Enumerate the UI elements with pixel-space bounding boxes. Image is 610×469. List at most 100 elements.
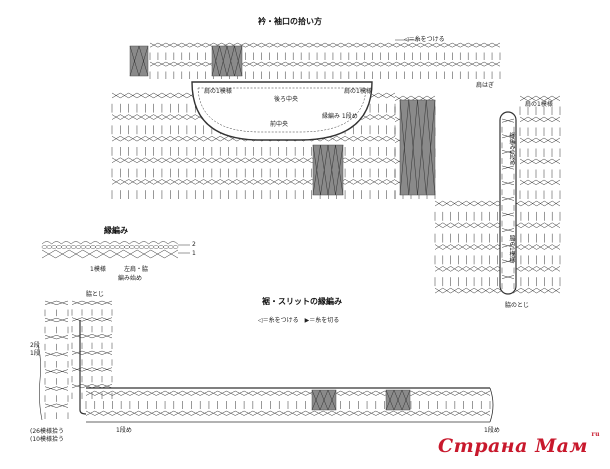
hem-left-grid-bar	[71, 359, 113, 366]
grey-block-right	[399, 99, 436, 196]
shoulder-pattern-label-left: 肩の1模様	[204, 88, 232, 95]
yoke-top-grid-bar	[149, 71, 501, 79]
hem-row1-right-label: 1段め	[484, 427, 500, 434]
watermark-suffix: ru	[591, 431, 600, 438]
mid-grid-x	[394, 95, 436, 101]
hem-left-grid-bar	[71, 326, 113, 333]
grey-block-tc-stitches	[211, 45, 243, 77]
sleeve-right-grid-x	[519, 95, 561, 101]
body-left-grid-bar	[111, 147, 396, 156]
sleeve-column-grid-x	[501, 275, 515, 279]
sleeve-column-grid-x	[501, 259, 515, 264]
sleeve-column-outline	[499, 111, 517, 295]
body-left-grid-x	[111, 179, 396, 185]
body-left-grid-bar	[111, 190, 396, 199]
sleeve-column-grid-x	[501, 243, 515, 248]
side-grid-bar	[434, 255, 561, 265]
sleeve-column-grid-x	[501, 181, 515, 186]
hem-rows1-label: 1段	[30, 350, 40, 357]
back-center-label: 後ろ中央	[274, 96, 299, 103]
hem-legend: ◁＝糸をつける ▶＝糸を切る	[258, 317, 340, 324]
sleeve-column-grid-bar	[501, 158, 515, 164]
yoke-top-grid-x	[149, 42, 501, 48]
hem-left-strip-x	[44, 352, 69, 357]
hem-bottom-band-x	[85, 390, 491, 396]
sleeve-column-grid-bar	[501, 173, 515, 180]
sleeve-right-grid-x	[519, 179, 561, 185]
edging-start-label: 編み始め	[118, 275, 143, 282]
hem-left-grid-x	[71, 300, 113, 305]
side-grid-x	[434, 222, 561, 228]
sleeve-right-grid-x	[519, 158, 561, 164]
hem-left-grid-x	[71, 334, 113, 339]
sleeve-shoulder-pattern-label: 肩の1模様	[525, 101, 553, 108]
grey-block-tl-stitches	[129, 45, 149, 77]
sleeve-right-grid-bar	[519, 106, 561, 115]
edging-title: 縁編み	[104, 226, 128, 235]
slit-corner-outline	[79, 320, 87, 415]
shoulder-seam-label: 肩はぎ	[476, 82, 495, 89]
sleeve-right-grid-bar	[519, 169, 561, 178]
hem-left-strip-bar	[44, 395, 69, 402]
body-left-grid-x	[111, 157, 396, 163]
hem-left-grid-x	[71, 367, 113, 372]
sleeve-column-grid-x	[501, 165, 515, 170]
edging-row1-label: 縁編み 1段め	[322, 113, 358, 120]
sleeve-column-grid-x	[501, 196, 515, 201]
edging-row1-marker: 1	[192, 250, 196, 257]
sleeve-column-grid-bar	[501, 220, 515, 227]
grey-block-center	[312, 144, 344, 196]
hem-pickup-10-label: (10模様拾う	[30, 436, 64, 443]
sleeve-column-grid-x	[501, 134, 515, 139]
hem-left-strip-bar	[44, 361, 69, 368]
hem-left-strip-bar	[44, 412, 69, 419]
hem-left-strip-x	[44, 403, 69, 408]
side-grid-x	[434, 266, 561, 272]
edging-row-arrows	[178, 244, 190, 254]
sleeve-column-grid-x	[501, 150, 515, 154]
shoulder-pattern-label-right: 肩の1模様	[344, 88, 372, 95]
edging-scallop-row	[41, 241, 178, 245]
hem-bottom-band-x	[85, 410, 491, 416]
neckline-inner-chain	[197, 87, 367, 133]
hem-right-end	[489, 387, 494, 423]
sleeve-column-grid-x	[501, 228, 515, 232]
side-grid-bar	[434, 277, 561, 287]
sleeve-column-grid-bar	[501, 189, 515, 196]
hem-row1-left-label: 1段め	[116, 427, 132, 434]
edging-chain-base	[41, 245, 179, 249]
sleeve-column-grid-bar	[501, 205, 515, 211]
hem-bottom-band-bar	[85, 401, 491, 409]
hem-slit-edging-title: 裾・スリットの縁編み	[262, 297, 342, 306]
edging-row2-marker: 2	[192, 241, 196, 248]
hem-left-pickup-curve	[37, 344, 43, 421]
side-grid-bar	[434, 233, 561, 243]
side-seam-label: 脇のとじ	[505, 302, 530, 309]
side-grid-x	[434, 287, 561, 294]
hem-left-strip-x	[44, 300, 69, 305]
sleeve-column-grid-x	[501, 212, 515, 217]
hem-left-grid-bar	[71, 342, 113, 349]
sleeve-right-grid-bar	[519, 190, 561, 199]
sleeve-right-grid-x	[519, 137, 561, 143]
body-left-grid-bar	[111, 168, 396, 178]
hem-side-seam-label: 脇とじ	[86, 291, 105, 298]
hem-left-grid-bar	[71, 309, 113, 316]
hem-left-strip-x	[44, 369, 69, 374]
front-center-label: 前中央	[270, 121, 289, 128]
side-grid-x	[434, 244, 561, 250]
sleeve-column-grid-bar	[501, 126, 515, 133]
sleeve-column-grid-bar	[501, 142, 515, 149]
edging-left-shoulder-label: 左肩・脇	[124, 266, 149, 273]
side-grid-x	[434, 200, 561, 207]
sleeve-column-grid-bar	[501, 251, 515, 258]
sleeve-column-grid-bar	[501, 267, 515, 274]
yoke-top-grid-x	[149, 61, 501, 67]
sleeve-edging-row1-label: 縁編み1段め	[508, 132, 515, 166]
sleeve-column-grid-bar	[501, 283, 515, 289]
edging-pattern-unit-label: 1模様	[90, 266, 106, 273]
grey-block-tl	[129, 45, 149, 77]
watermark-text: Страна Мам	[437, 435, 588, 457]
hem-left-strip-bar	[44, 378, 69, 385]
